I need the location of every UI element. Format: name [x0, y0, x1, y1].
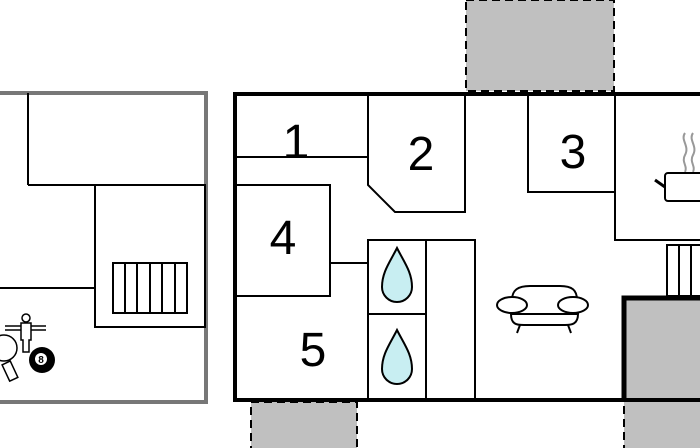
room-label-4: 4 — [270, 212, 297, 265]
terrace-right — [623, 297, 700, 448]
room-label-3: 3 — [560, 126, 587, 179]
terrace-top — [465, 0, 615, 92]
kitchen-pot-icon — [654, 132, 700, 202]
svg-text:8: 8 — [38, 355, 44, 366]
foosball-icon — [5, 313, 46, 353]
table-tennis-icon — [0, 334, 19, 383]
room-label-5: 5 — [300, 324, 327, 377]
shower-icon — [380, 245, 414, 303]
room-label-1: 1 — [283, 116, 310, 169]
main-building — [233, 92, 700, 402]
shower-icon — [380, 327, 414, 385]
annex-building: 8 — [0, 91, 208, 404]
sofa-icon — [496, 285, 589, 334]
stairs-icon — [666, 244, 700, 297]
room-label-2: 2 — [408, 128, 435, 181]
terrace-bottom — [250, 401, 358, 448]
billiard-ball-icon: 8 — [29, 347, 55, 373]
stairs-icon — [112, 262, 188, 314]
